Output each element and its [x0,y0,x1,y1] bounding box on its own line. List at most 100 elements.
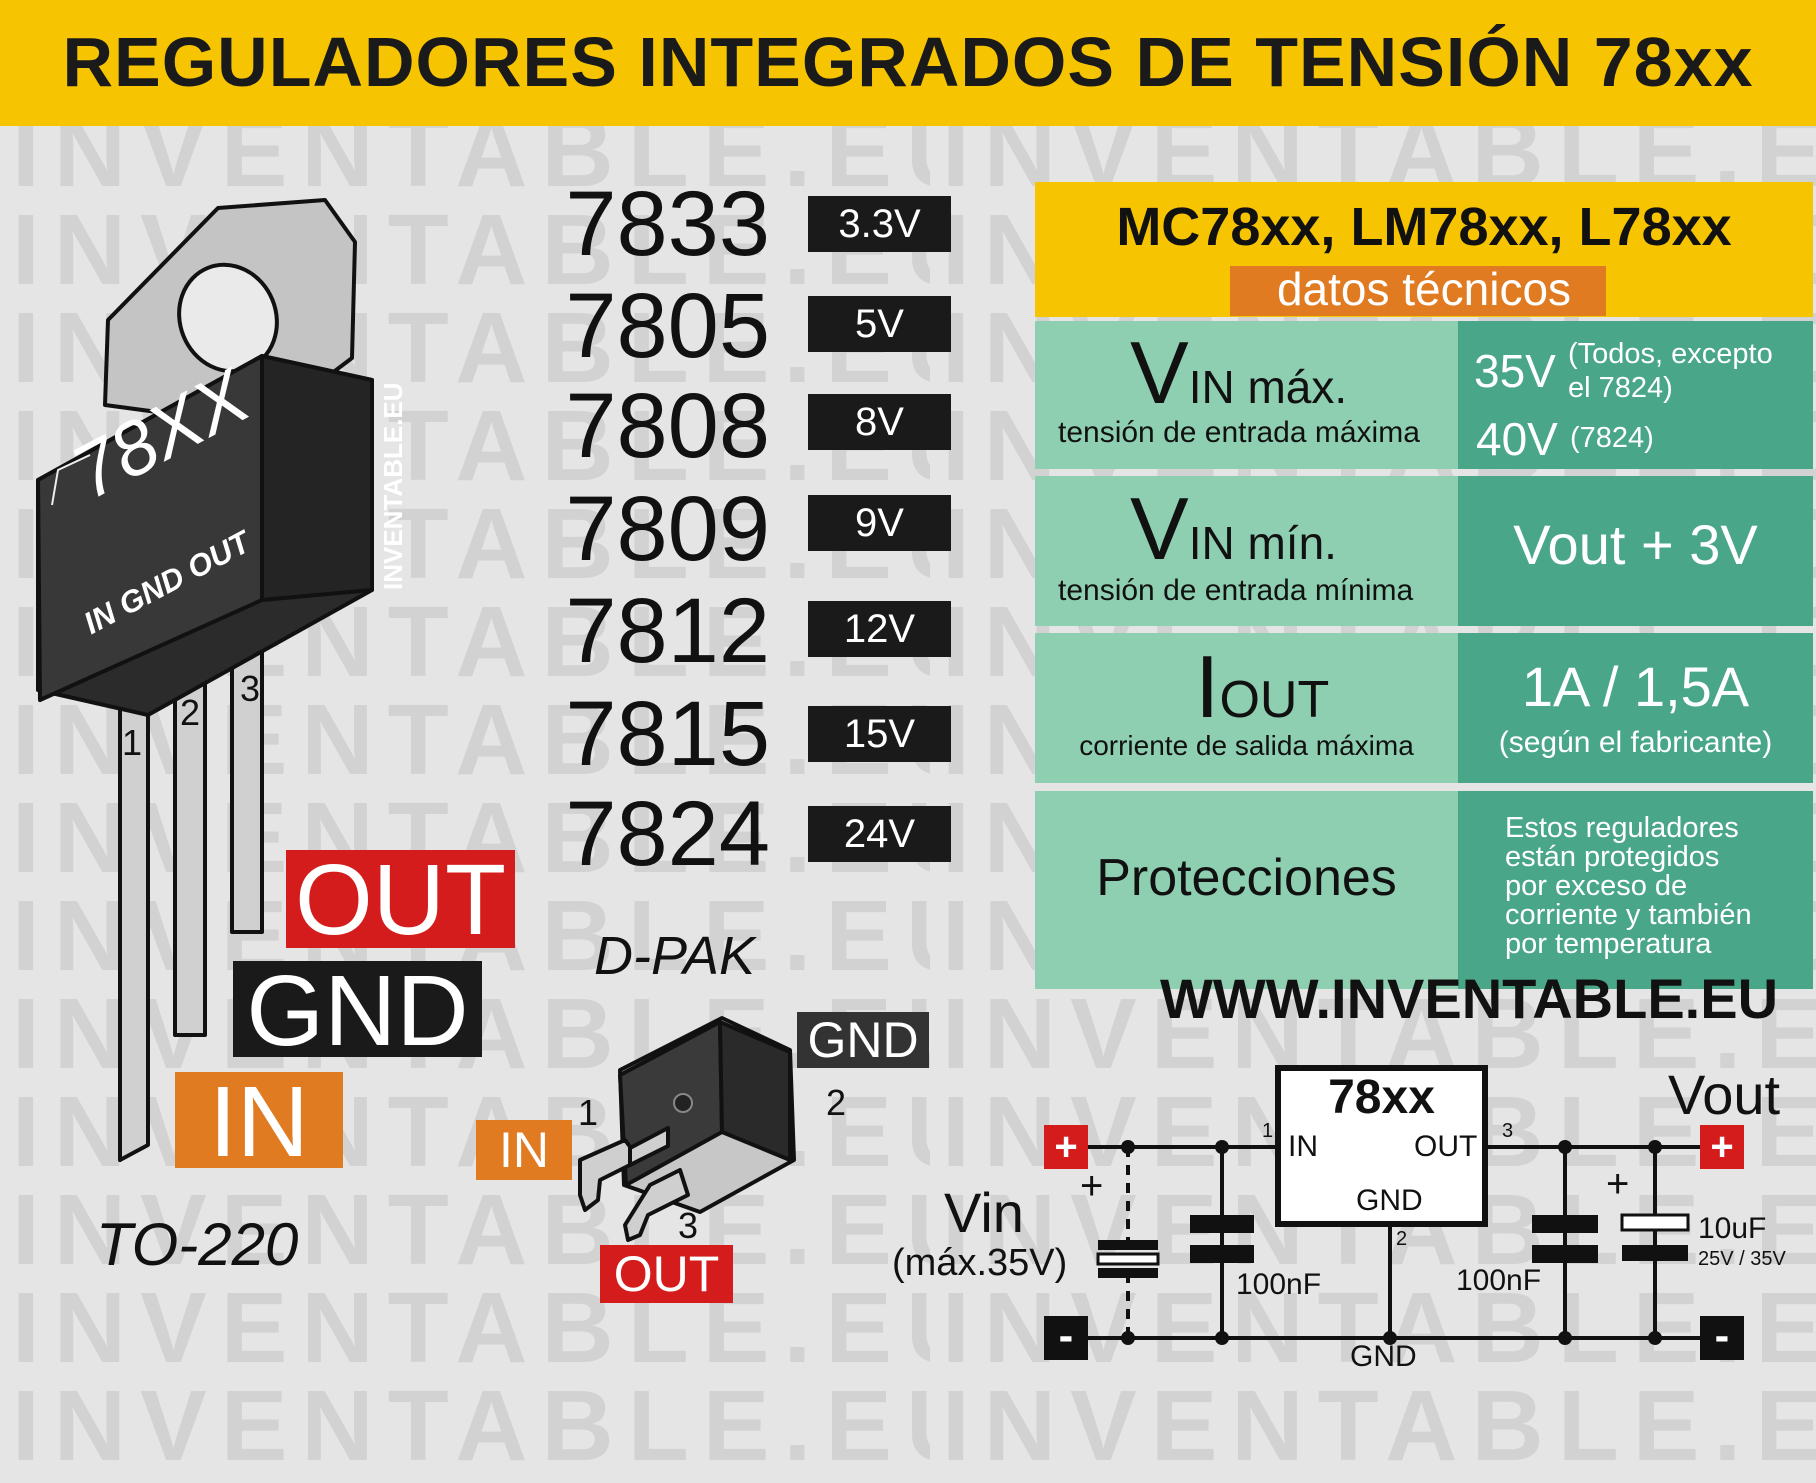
vin-minus-box [1044,1316,1088,1360]
row4-right-bg [1458,791,1813,989]
cap-out-value: 100nF [1456,1264,1542,1297]
row1-left-bg [1035,321,1458,469]
voltage-badge: 12V [808,601,951,657]
vout-plus: + [1710,1125,1734,1169]
vin-min-desc: tensión de entrada mínima [1058,574,1414,607]
iout-desc: corriente de salida máxima [1079,730,1414,761]
dpak-gnd-label: GND [797,1012,929,1068]
capacitors [1096,1213,1690,1278]
electrolytic-value: 10uF [1698,1212,1767,1245]
model-code: 7824 [565,783,770,885]
model-code: 7833 [565,173,770,275]
junction-dots [1121,1140,1662,1345]
body-accent [51,454,91,506]
cap-in-top [1190,1215,1254,1233]
dpak-lead-3 [623,1168,690,1242]
cap-out-top [1532,1215,1598,1233]
vout-label: Vout [1668,1063,1781,1126]
vin-max-symbol: VIN máx. [1130,323,1348,422]
gnd-label: GND [233,961,482,1061]
cap-in-value: 100nF [1236,1268,1322,1301]
iout-symbol: IOUT [1195,637,1330,736]
cap-in-bot [1190,1245,1254,1263]
pin-number: 1 [122,722,143,763]
vin-max-note: (Todos, excepto [1568,338,1773,370]
panel-subtitle-bg [1230,266,1606,316]
vin-max-note-7824: (7824) [1570,422,1654,454]
vin-max-label: (máx.35V) [892,1242,1068,1284]
cap-in-polarity: + [1080,1164,1104,1208]
voltage-badge: 24V [808,806,951,862]
out-label: OUT [286,850,515,950]
model-code: 7808 [565,375,770,477]
vin-max-desc: tensión de entrada máxima [1058,416,1420,449]
chip-side-text: INVENTABLE.EU [378,382,408,590]
dpak-out-label: OUT [600,1245,733,1303]
dpak-pin-number: 2 [826,1082,847,1123]
voltage-badge: 9V [808,495,951,551]
protections-label: Protecciones [1096,849,1397,907]
dpak-pin-number: 3 [678,1205,699,1246]
dpak-in-label: IN [476,1120,572,1180]
cap-out-bot [1532,1245,1598,1263]
model-code: 7809 [565,478,770,580]
row3-right-bg [1458,633,1813,783]
voltage-badge: 8V [808,394,951,450]
vout-plus-box [1700,1125,1744,1169]
reg-pin-2: 2 [1396,1228,1408,1250]
panel-subtitle: datos técnicos [1276,263,1572,315]
reg-pin-3: 3 [1502,1120,1514,1142]
cap-out-polarity: + [1606,1162,1630,1206]
iout-value: 1A / 1,5A [1521,655,1750,718]
cap-elec-top [1620,1213,1690,1232]
vin-min-value: Vout + 3V [1513,513,1758,576]
model-code: 7815 [565,683,770,785]
schematic [1087,1065,1700,1340]
iout-note: (según el fabricante) [1498,726,1773,759]
dpak-package [578,1016,796,1242]
regulator-label: 78xx [1328,1071,1435,1124]
pin-number: 3 [240,668,261,709]
dpak-dot [673,1093,693,1113]
dpak-lead-2 [628,1126,670,1167]
row4-left-bg [1035,791,1458,989]
vin-max-value-7824: 40V [1476,413,1558,465]
model-code: 7805 [565,275,770,377]
model-code: 7812 [565,580,770,682]
package-side [260,354,374,602]
cap-in-elec-top [1098,1240,1158,1250]
reg-pin-out: OUT [1414,1130,1478,1163]
to220-package [36,198,374,1162]
row2-right-bg [1458,476,1813,626]
reg-pin-gnd: GND [1356,1184,1423,1217]
reg-pin-1: 1 [1262,1120,1274,1142]
voltage-badge: 3.3V [808,196,951,252]
voltage-badge: 15V [808,706,951,762]
dpak-package-name: D-PAK [594,926,756,986]
in-label: IN [175,1072,343,1172]
voltage-badge: 5V [808,296,951,352]
row3-left-bg [1035,633,1458,783]
page-title: REGULADORES INTEGRADOS DE TENSIÓN 78xx [62,23,1754,101]
dpak-side [718,1020,792,1162]
electrolytic-rating: 25V / 35V [1698,1248,1786,1270]
cap-elec-bot [1622,1245,1688,1261]
dpak-pin-number: 1 [578,1092,599,1133]
protections-text: Estos reguladores están protegidos por e… [1505,812,1752,960]
vin-minus: - [1058,1311,1074,1360]
gnd-rail-label: GND [1350,1340,1417,1373]
row1-right-bg [1458,321,1813,469]
to220-package-name: TO-220 [96,1211,299,1278]
reg-pin-in: IN [1288,1130,1318,1163]
vin-max-note: el 7824) [1568,372,1673,404]
dpak-lead-1 [578,1138,642,1212]
row2-left-bg [1035,476,1458,626]
website-url: WWW.INVENTABLE.EU [1160,967,1779,1030]
vin-plus: + [1054,1125,1078,1169]
vin-max-value: 35V [1474,345,1556,397]
panel-title: MC78xx, LM78xx, L78xx [1116,197,1732,257]
pin-number: 2 [180,692,201,733]
vin-label: Vin [944,1181,1024,1244]
